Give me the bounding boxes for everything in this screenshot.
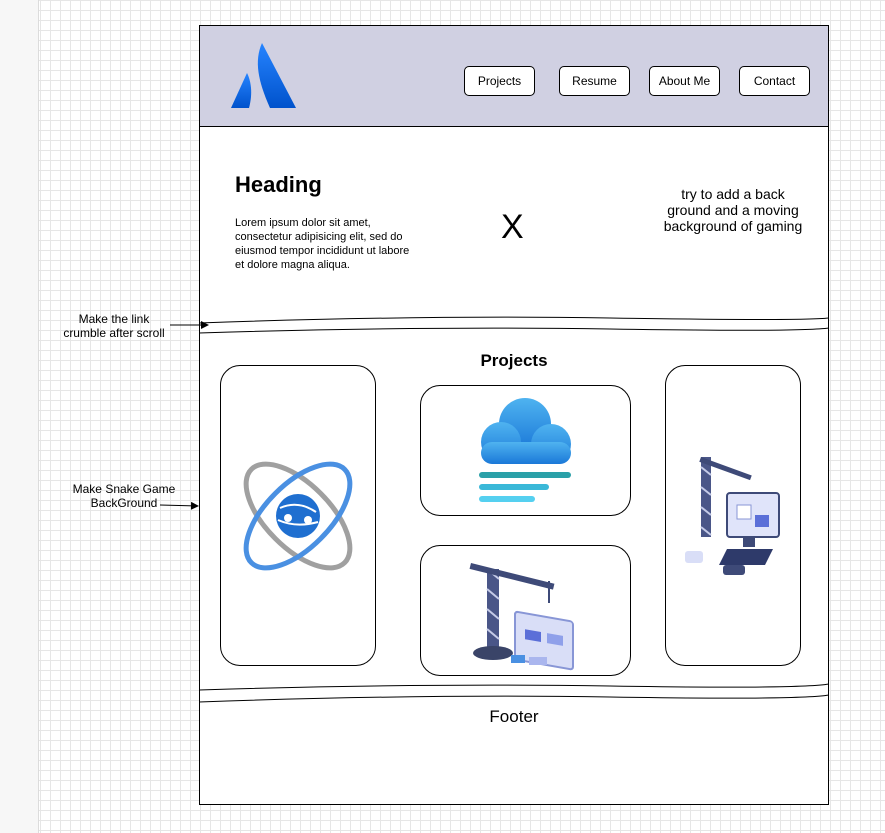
nav-contact-button[interactable]: Contact: [739, 66, 810, 96]
nav-resume-button[interactable]: Resume: [559, 66, 630, 96]
hero-body-text: Lorem ipsum dolor sit amet, consectetur …: [235, 217, 410, 271]
projects-title: Projects: [480, 351, 548, 370]
nav-projects-button[interactable]: Projects: [464, 66, 535, 96]
page-frame: Projects Resume About Me Contact Heading…: [199, 25, 829, 805]
hero-heading: Heading: [235, 172, 322, 197]
crane-web-build-icon: [469, 562, 574, 670]
hero-x-mark: X: [501, 208, 524, 246]
hero-note: try to add a back ground and a moving ba…: [663, 186, 803, 234]
logo-icon: [231, 43, 296, 108]
project-card-crane-computer[interactable]: [665, 365, 801, 666]
annotation-snake-background: Make Snake Game BackGround: [72, 482, 176, 510]
project-card-atom[interactable]: [220, 365, 376, 666]
canvas-gutter: [0, 0, 39, 833]
project-card-crane-web[interactable]: [420, 545, 631, 676]
crane-computer-build-icon: [685, 456, 780, 575]
annotation-link-crumble: Make the link crumble after scroll: [63, 312, 165, 340]
cloud-fog-icon: [478, 397, 571, 502]
footer-label: Footer: [489, 707, 539, 726]
project-card-cloud[interactable]: [420, 385, 631, 516]
nav-about-button[interactable]: About Me: [649, 66, 720, 96]
header: Projects Resume About Me Contact: [200, 26, 828, 127]
atom-globe-icon: [243, 461, 353, 570]
